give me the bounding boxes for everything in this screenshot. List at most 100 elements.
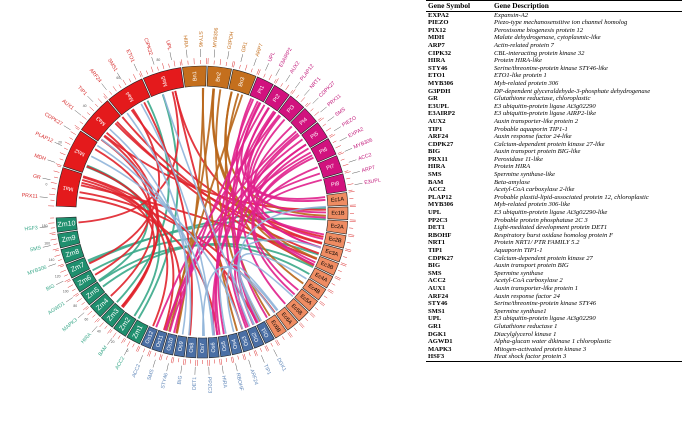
gene-label: MYB306 <box>212 27 220 47</box>
link-pt <box>252 156 314 291</box>
link-pt <box>214 132 299 336</box>
tick-mark <box>322 123 327 127</box>
gene-description-cell: Acetyl-CoA carboxylase 2 <box>494 277 563 285</box>
segment-os2 <box>247 325 265 349</box>
segment-bn2 <box>206 65 232 89</box>
tick-mark <box>87 310 93 316</box>
gene-symbol-cell: CIPK32 <box>428 49 452 57</box>
leader-line <box>117 72 122 80</box>
tick-mark <box>291 89 296 95</box>
gene-label: MDH <box>33 153 46 163</box>
tick-mark <box>55 163 62 166</box>
tick-mark <box>170 356 173 363</box>
tick-mark <box>64 141 71 145</box>
leader-line <box>107 338 113 345</box>
tick-mark <box>70 131 76 135</box>
tick-mark <box>306 102 311 108</box>
tick-mark <box>173 60 176 67</box>
leader-line <box>354 183 363 185</box>
tick-mark <box>239 64 241 69</box>
tick-mark <box>323 295 328 299</box>
segment-ma2 <box>63 130 98 173</box>
segment-ec1a <box>326 192 349 207</box>
segment-zm10 <box>55 216 78 233</box>
tick-mark <box>343 256 348 258</box>
segment-ma3 <box>80 100 121 142</box>
gene-description-cell: Spermine synthase-like <box>494 171 555 179</box>
gene-symbol-cell: HIRA <box>428 57 446 65</box>
link-os <box>90 155 244 330</box>
gene-label: HSF3 <box>24 225 38 232</box>
tick-mark <box>346 242 351 244</box>
gene-description-cell: Protein HIRA <box>494 163 531 171</box>
tick-mark <box>50 182 57 184</box>
tick-mark <box>49 232 56 234</box>
link-os <box>162 94 255 325</box>
segment-label: Ma1 <box>62 184 74 192</box>
segment-pt7 <box>317 155 343 179</box>
gene-description-cell: Auxin transporter-like protein 1 <box>494 284 579 292</box>
segment-os7 <box>197 337 208 359</box>
gene-label: HIRA <box>80 331 93 345</box>
gene-label: HIRA <box>182 35 189 48</box>
tick-mark <box>73 292 79 297</box>
tick-mark <box>280 83 283 87</box>
segment-ec4a <box>309 267 334 289</box>
gene-description-cell: DP-dependent glyceraldehyde-3-phosphate … <box>494 87 651 95</box>
tick-mark <box>160 354 163 361</box>
segment-ec5b <box>285 297 309 322</box>
gene-symbol-cell: TIP1 <box>428 125 443 133</box>
tick-mark <box>265 345 270 351</box>
gene-symbol-cell: CDPK27 <box>428 140 454 148</box>
gene-label: SMS <box>29 245 42 253</box>
leader-line <box>339 137 347 142</box>
segment-pt2 <box>264 84 290 112</box>
tick-label: 160 <box>44 241 50 245</box>
gene-symbol-cell: ARF24 <box>428 133 449 141</box>
segment-ec4b <box>302 278 327 301</box>
tick-mark <box>157 66 159 71</box>
tick-mark <box>139 73 142 78</box>
gene-description-cell: E3 ubiquitin-protein ligase At3g02290 <box>494 102 596 110</box>
tick-mark <box>52 248 59 251</box>
segment-label: Pt5 <box>310 131 320 141</box>
tick-mark <box>89 106 95 112</box>
tick-mark <box>132 343 135 348</box>
segment-label: Pt8 <box>331 181 340 189</box>
leader-line <box>344 148 353 152</box>
link-os <box>237 205 326 326</box>
tick-mark <box>184 359 186 366</box>
gene-label: AUX2 <box>289 60 301 75</box>
gene-symbol-cell: NRT1 <box>428 239 445 247</box>
gene-label: TIP1 <box>76 85 88 97</box>
gene-description-cell: E3 ubiquitin-protein ligase At3g02290-li… <box>494 209 608 217</box>
gene-symbol-cell: RBOHF <box>428 231 452 239</box>
tick-mark <box>231 61 234 68</box>
gene-label: STY46 <box>160 372 169 389</box>
tick-mark <box>319 302 325 307</box>
link-bn <box>224 93 271 317</box>
leader-line <box>265 63 269 71</box>
gene-label: ARF24 <box>248 369 259 386</box>
tick-mark <box>94 103 99 107</box>
segment-label: Bn1 <box>192 71 199 81</box>
tick-mark <box>69 137 74 140</box>
tick-mark <box>57 263 64 267</box>
leader-line <box>327 116 335 122</box>
tick-mark <box>225 61 227 67</box>
gene-description-cell: Auxin response factor 24-like <box>494 133 572 141</box>
tick-mark <box>166 355 168 360</box>
segment-zm9 <box>57 230 81 249</box>
tick-mark <box>314 307 319 311</box>
tick-mark <box>263 73 266 78</box>
segment-ec6a <box>275 306 299 331</box>
segment-label: Ma2 <box>74 147 86 157</box>
